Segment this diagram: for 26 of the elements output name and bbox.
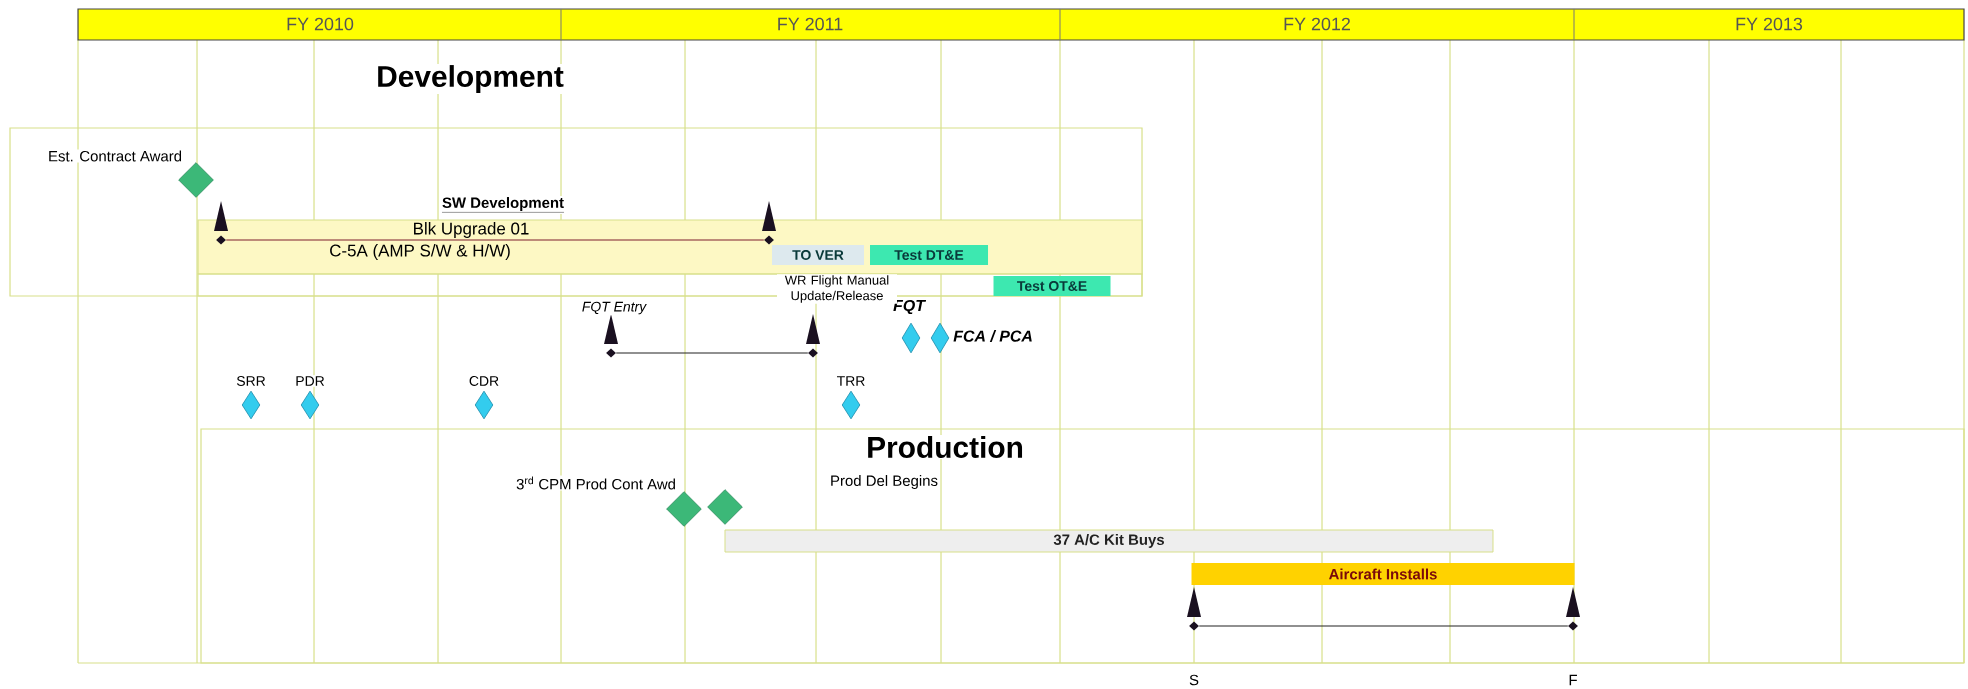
- milestone-label: FCA / PCA: [952, 329, 1034, 343]
- timeline-bar: [1198, 625, 1569, 627]
- task-bar: Aircraft Installs: [1191, 563, 1575, 585]
- milestone-label: CDR: [467, 375, 501, 387]
- year-label: FY 2012: [1284, 17, 1350, 31]
- task-bar: Test OT&E: [993, 276, 1111, 296]
- milestone-marker: [806, 314, 820, 358]
- task-bar: 37 A/C Kit Buys: [724, 529, 1494, 553]
- milestone-diamond: [707, 489, 743, 525]
- marker-label: FQT Entry: [580, 300, 648, 316]
- milestone-label: 3$^{rd}$ CPM Prod Cont Awd: [515, 475, 677, 491]
- milestone-label: Est. Contract Award: [47, 149, 183, 163]
- marker-label: F: [1567, 673, 1579, 687]
- band-heading: SW Development: [441, 196, 566, 214]
- milestone-label: SRR: [235, 375, 267, 387]
- marker-label: S: [1188, 673, 1200, 687]
- milestone-label: TRR: [835, 375, 867, 387]
- year-label: FY 2013: [1736, 17, 1803, 31]
- note-label: WR Flight Manual Update/Release: [777, 274, 897, 304]
- year-label: FY 2011: [778, 17, 843, 31]
- timeline-bar: [615, 352, 809, 354]
- milestone-label: Prod Del Begins: [829, 474, 939, 490]
- panel-heading: Production: [865, 435, 1025, 459]
- milestone-label: PDR: [294, 375, 326, 387]
- year-label: FY 2010: [287, 17, 354, 31]
- panel-heading: Development: [375, 64, 565, 94]
